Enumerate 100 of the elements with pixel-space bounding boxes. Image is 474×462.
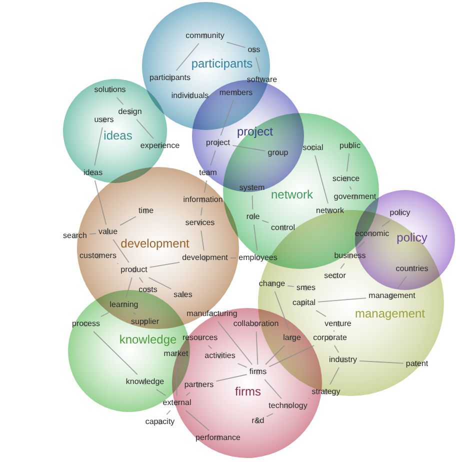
- keyword-label: information: [183, 195, 223, 205]
- keyword-label: public: [340, 141, 360, 151]
- keyword-label: capital: [292, 298, 316, 308]
- keyword-label: venture: [324, 319, 352, 329]
- connector-line: [268, 345, 315, 368]
- keyword-label: role: [246, 212, 260, 222]
- keyword-label: search: [63, 231, 87, 241]
- connector-line: [330, 367, 340, 385]
- keyword-label: firms: [249, 367, 267, 377]
- connector-line: [156, 389, 166, 396]
- keyword-label: product: [120, 265, 148, 275]
- connector-line: [217, 321, 253, 365]
- keyword-label: users: [94, 115, 114, 125]
- keyword-label: sales: [174, 290, 192, 300]
- keyword-label: capacity: [145, 417, 175, 427]
- connector-line: [349, 186, 352, 190]
- keyword-label: solutions: [94, 85, 126, 95]
- connector-line: [334, 345, 340, 353]
- keyword-label: manufacturing: [186, 309, 238, 319]
- keyword-label: performance: [196, 433, 240, 443]
- keyword-label: system: [239, 183, 265, 193]
- connector-line: [316, 310, 326, 317]
- connector-line: [266, 413, 274, 418]
- connector-line: [265, 345, 285, 365]
- connector-line: [116, 97, 124, 105]
- connector-line: [126, 277, 132, 298]
- connector-line: [149, 262, 180, 268]
- connector-line: [200, 230, 204, 251]
- connector-line: [148, 277, 172, 290]
- connector-line: [210, 94, 218, 96]
- keyword-label: team: [199, 168, 217, 178]
- keyword-label: knowledge: [126, 377, 164, 387]
- keyword-label: partners: [184, 380, 214, 390]
- keyword-label: design: [118, 107, 142, 117]
- connector-line: [314, 155, 328, 204]
- connector-line: [166, 410, 171, 415]
- connector-line: [89, 233, 96, 235]
- keyword-label: supplier: [131, 317, 159, 327]
- keyword-label: business: [334, 251, 366, 261]
- connector-line: [274, 291, 290, 331]
- connector-line: [210, 150, 216, 166]
- connector-line: [287, 285, 294, 288]
- connector-line: [220, 100, 234, 136]
- keyword-label: external: [162, 398, 192, 408]
- connector-line: [94, 180, 107, 225]
- connector-line: [256, 331, 258, 365]
- connector-line: [359, 360, 404, 364]
- connector-line: [397, 276, 407, 289]
- keyword-label: large: [283, 333, 301, 343]
- keyword-label: government: [334, 192, 376, 202]
- connector-line: [382, 220, 390, 227]
- keyword-label: patent: [406, 359, 428, 369]
- connector-line: [216, 374, 248, 382]
- connector-line: [176, 361, 178, 396]
- keyword-label: experience: [140, 141, 180, 151]
- connector-line: [186, 392, 190, 396]
- keyword-label: services: [185, 218, 215, 228]
- connector-line: [100, 312, 110, 317]
- keyword-label: activities: [204, 351, 236, 361]
- keyword-label: technology: [268, 401, 308, 411]
- keyword-label: sector: [324, 271, 346, 281]
- keyword-label: science: [332, 174, 360, 184]
- keyword-label: time: [138, 206, 154, 216]
- connector-line: [200, 207, 202, 216]
- connector-line: [357, 241, 365, 249]
- connector-line: [138, 277, 144, 283]
- connector-line: [136, 119, 154, 139]
- keyword-label: smes: [296, 283, 316, 293]
- keyword-label: ideas: [83, 168, 103, 178]
- connector-line: [112, 239, 130, 263]
- cluster-label: ideas: [104, 129, 132, 143]
- keyword-label: members: [219, 88, 253, 98]
- connector-line: [256, 57, 260, 73]
- connector-line: [264, 379, 282, 399]
- keyword-label: management: [368, 291, 416, 301]
- connector-line: [226, 42, 246, 48]
- keyword-label: countries: [396, 264, 428, 274]
- keyword-label: participants: [150, 73, 190, 83]
- connector-line: [93, 331, 138, 375]
- keyword-label: development: [182, 253, 228, 263]
- connector-line: [204, 180, 208, 193]
- cluster-label: policy: [396, 231, 428, 245]
- connector-line: [252, 195, 254, 210]
- connector-line: [262, 220, 269, 224]
- connector-line: [120, 216, 136, 226]
- keyword-label: corporate: [313, 333, 347, 343]
- keyword-label: control: [271, 223, 295, 233]
- keyword-label: collaboration: [233, 319, 279, 329]
- keyword-label: project: [206, 138, 230, 148]
- cluster-label: firms: [235, 385, 261, 399]
- cluster-label: participants: [191, 57, 253, 71]
- connector-line: [246, 85, 252, 88]
- connector-line: [232, 144, 266, 152]
- connector-line: [185, 410, 210, 431]
- keyword-label: resources: [182, 333, 218, 343]
- cluster-label: network: [270, 188, 314, 202]
- connector-line: [237, 363, 248, 368]
- cluster-label: knowledge: [119, 333, 177, 347]
- keyword-label: community: [186, 31, 224, 41]
- keyword-label: individuals: [171, 91, 209, 101]
